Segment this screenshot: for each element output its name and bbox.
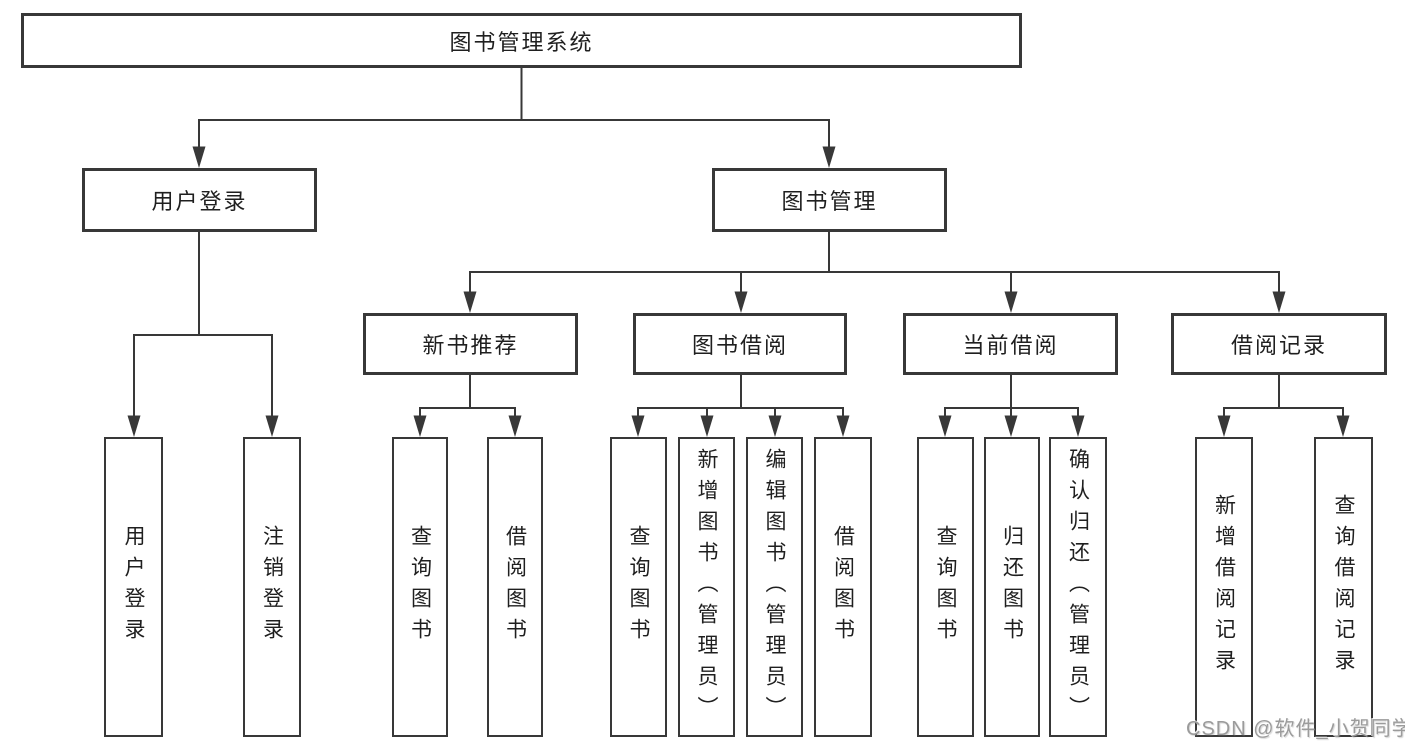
- leaf-add-borrow-record: 新增借阅记录: [1195, 437, 1253, 737]
- watermark-text: CSDN @软件_小贺同学: [1186, 718, 1405, 740]
- node-label: 图书借阅: [691, 333, 788, 358]
- node-label: 新增图书（管理员）: [695, 447, 718, 727]
- leaf-query-books-current: 查询图书: [917, 437, 974, 737]
- node-label: 查询图书: [934, 525, 957, 649]
- leaf-query-books-recommend: 查询图书: [392, 437, 448, 737]
- node-book-management: 图书管理: [712, 168, 947, 232]
- leaf-return-book: 归还图书: [984, 437, 1040, 737]
- node-label: 归还图书: [1000, 525, 1024, 649]
- node-borrowing-records: 借阅记录: [1171, 313, 1387, 375]
- node-library-system: 图书管理系统: [21, 13, 1022, 68]
- leaf-borrow-books-2: 借阅图书: [814, 437, 872, 737]
- node-label: 编辑图书（管理员）: [763, 447, 786, 727]
- leaf-add-book-admin: 新增图书（管理员）: [678, 437, 735, 737]
- node-new-book-recommend: 新书推荐: [363, 313, 578, 375]
- node-user-login: 用户登录: [82, 168, 317, 232]
- node-label: 借阅记录: [1230, 333, 1327, 358]
- node-label: 当前借阅: [962, 333, 1059, 358]
- node-label: 注销登录: [260, 525, 284, 649]
- node-current-borrowing: 当前借阅: [903, 313, 1118, 375]
- node-label: 查询图书: [627, 525, 650, 649]
- leaf-query-borrow-record: 查询借阅记录: [1314, 437, 1373, 737]
- node-label: 查询图书: [408, 525, 432, 649]
- leaf-logout: 注销登录: [243, 437, 301, 737]
- node-label: 图书管理: [781, 189, 878, 214]
- node-label: 借阅图书: [503, 525, 527, 649]
- node-label: 图书管理系统: [449, 29, 594, 55]
- node-label: 新增借阅记录: [1212, 494, 1236, 680]
- leaf-confirm-return-admin: 确认归还（管理员）: [1049, 437, 1107, 737]
- leaf-query-books-borrowing: 查询图书: [610, 437, 667, 737]
- node-label: 查询借阅记录: [1332, 494, 1355, 680]
- node-label: 确认归还（管理员）: [1066, 447, 1090, 727]
- node-book-borrowing: 图书借阅: [633, 313, 847, 375]
- node-label: 借阅图书: [831, 525, 855, 649]
- node-label: 新书推荐: [422, 333, 519, 358]
- node-label: 用户登录: [151, 189, 248, 214]
- node-label: 用户登录: [122, 525, 145, 649]
- leaf-user-login: 用户登录: [104, 437, 163, 737]
- leaf-edit-book-admin: 编辑图书（管理员）: [746, 437, 803, 737]
- leaf-borrow-books-recommend: 借阅图书: [487, 437, 543, 737]
